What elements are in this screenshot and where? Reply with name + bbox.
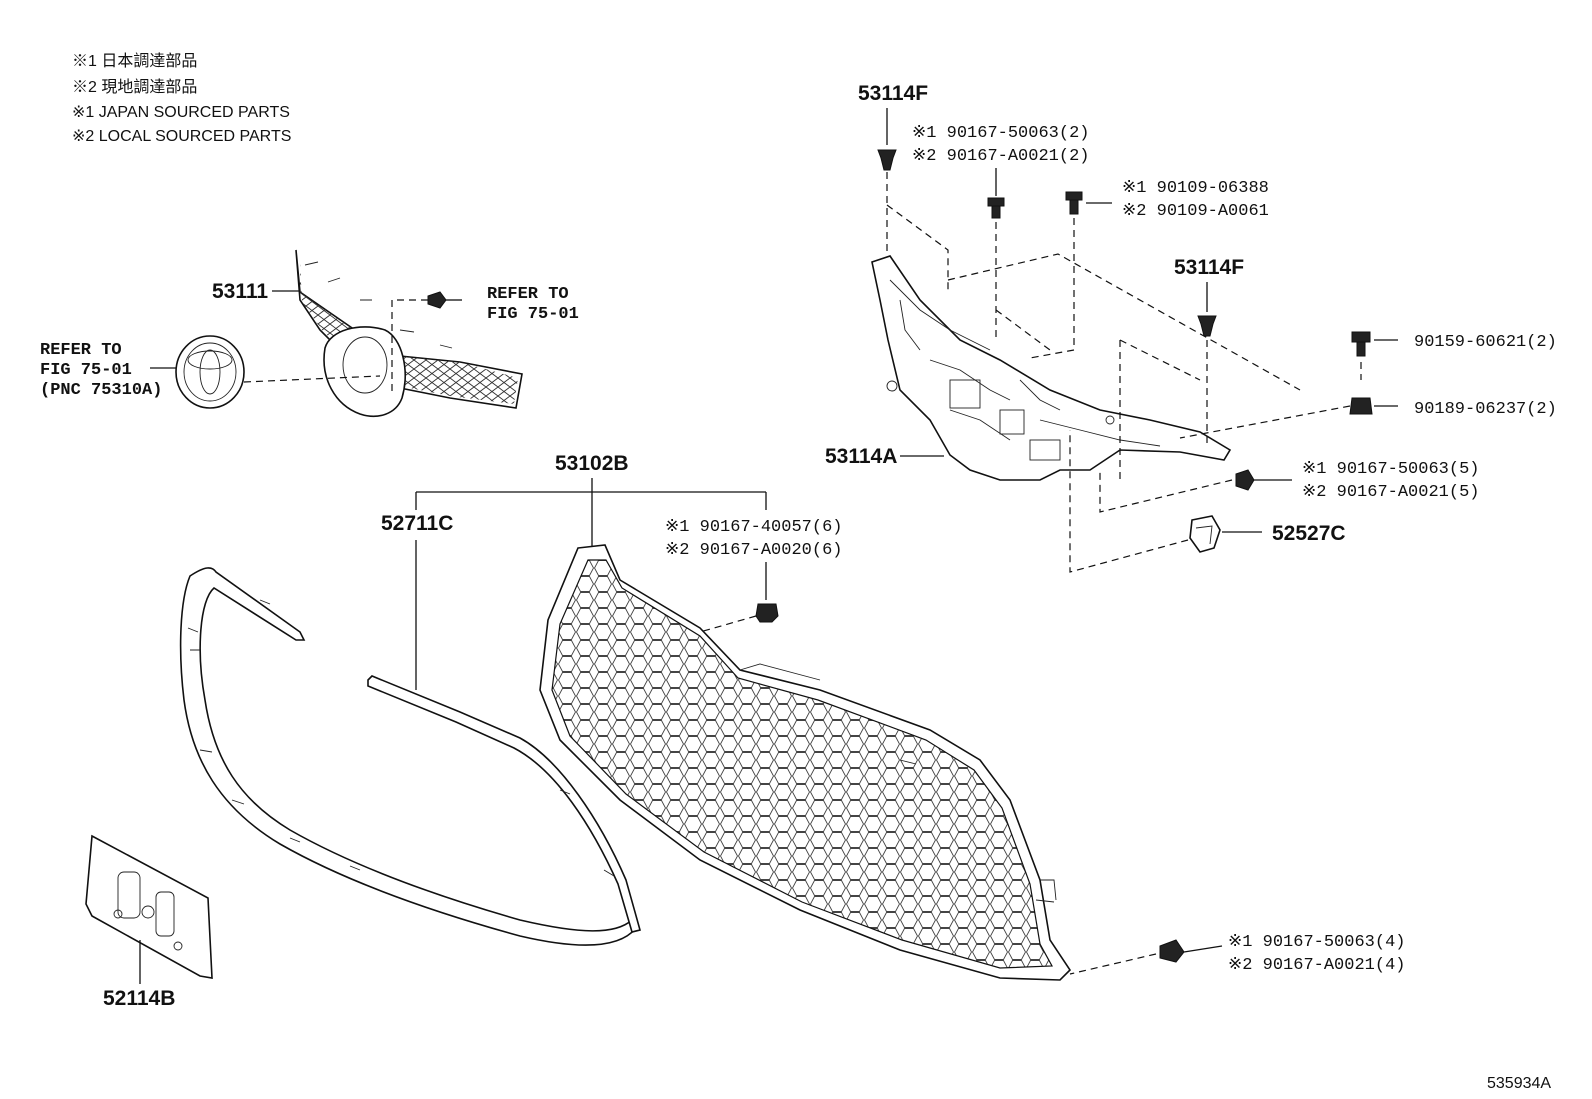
- flange-bolt-icon: [1065, 191, 1083, 215]
- label-53114F-mid: 53114F: [1174, 256, 1244, 279]
- emblem-icon: [175, 335, 245, 409]
- label-52527C: 52527C: [1272, 522, 1346, 545]
- bracket-52527C-part: [1189, 515, 1221, 553]
- refer-top-line-2: FIG 75-01: [487, 305, 579, 324]
- plate-bracket-part: [85, 834, 213, 979]
- clip-mid-icon: [1235, 469, 1255, 491]
- callout-clip-grille-1: ※1 90167-40057(6): [665, 518, 842, 537]
- push-clip-icon: [877, 149, 897, 171]
- legend-line-2: ※2 現地調達部品: [72, 78, 197, 96]
- label-53111: 53111: [212, 280, 268, 303]
- push-clip-icon-2: [1197, 315, 1217, 337]
- clip-bottom-icon: [1159, 939, 1185, 963]
- upper-grille-part: [295, 249, 523, 418]
- callout-clip-mid-1: ※1 90167-50063(5): [1302, 460, 1479, 479]
- grille-support-part: [871, 255, 1232, 481]
- callout-clip-bottom-1: ※1 90167-50063(4): [1228, 933, 1405, 952]
- bolt-90159-icon: [1351, 331, 1371, 357]
- callout-bolt-1: ※1 90109-06388: [1122, 179, 1269, 198]
- label-53114A: 53114A: [825, 445, 897, 468]
- clip-icon: [427, 291, 462, 309]
- callout-clip-top-2: ※2 90167-A0021(2): [912, 147, 1089, 166]
- callout-bolt-2: ※2 90109-A0061: [1122, 202, 1269, 221]
- label-53114F-top: 53114F: [858, 82, 928, 105]
- illustration-id: 535934A: [1487, 1075, 1551, 1092]
- sourcing-legend: ※1 日本調達部品 ※2 現地調達部品 ※1 JAPAN SOURCED PAR…: [72, 52, 291, 145]
- legend-line-1: ※1 日本調達部品: [72, 52, 197, 70]
- callout-nut-90189: 90189-06237(2): [1414, 400, 1557, 419]
- callout-clip-bottom-2: ※2 90167-A0021(4): [1228, 956, 1405, 975]
- legend-line-3: ※1 JAPAN SOURCED PARTS: [72, 104, 290, 121]
- label-52711C: 52711C: [381, 512, 453, 535]
- dashed-leader: [391, 299, 428, 395]
- label-53102B: 53102B: [555, 452, 629, 475]
- refer-top-line-1: REFER TO: [487, 285, 569, 304]
- callout-clip-mid-2: ※2 90167-A0021(5): [1302, 483, 1479, 502]
- callout-clip-grille-2: ※2 90167-A0020(6): [665, 541, 842, 560]
- inner-moulding-part: [367, 675, 641, 933]
- refer-emblem-line-3: (PNC 75310A): [40, 381, 162, 400]
- refer-emblem-line-2: FIG 75-01: [40, 361, 132, 380]
- bolt-icon: [987, 197, 1005, 219]
- callout-clip-top-1: ※1 90167-50063(2): [912, 124, 1089, 143]
- lower-grille-part: [539, 544, 1072, 981]
- outer-moulding-part: [179, 567, 637, 946]
- nut-90189-icon: [1349, 397, 1373, 415]
- label-52114B: 52114B: [103, 987, 175, 1010]
- callout-bolt-90159: 90159-60621(2): [1414, 333, 1557, 352]
- refer-emblem-line-1: REFER TO: [40, 341, 122, 360]
- clip-grille-icon: [755, 603, 779, 623]
- legend-line-4: ※2 LOCAL SOURCED PARTS: [72, 128, 291, 145]
